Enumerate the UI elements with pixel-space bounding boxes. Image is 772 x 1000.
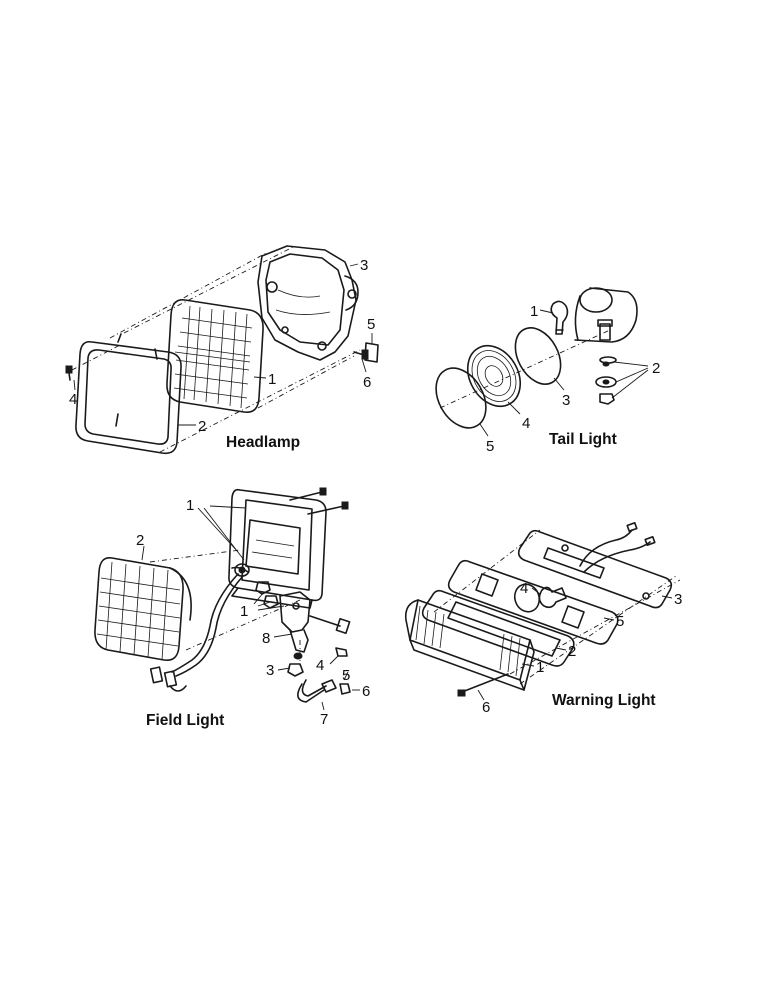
callout-1: 1 (536, 659, 544, 676)
warning-light-screw (457, 673, 509, 697)
field-light-housing (228, 488, 327, 609)
callout-2: 2 (568, 643, 576, 660)
tail-light-bulb (550, 300, 569, 335)
tail-light-retaining-ring (435, 367, 487, 429)
callout-6: 6 (363, 374, 371, 391)
callout-2: 2 (652, 360, 660, 377)
headlamp-housing (257, 245, 359, 361)
headlamp-screw (65, 365, 73, 381)
warning-light-wires (579, 522, 656, 573)
callout-8: 8 (262, 630, 270, 647)
field-light-lower-wire (297, 679, 351, 703)
callout-1: 1 (268, 371, 276, 388)
callout-1-lower: 1 (240, 603, 248, 620)
field-light-mount-bolt (309, 615, 351, 635)
headlamp-group: 3 1 2 4 5 6 Headlamp (65, 245, 379, 455)
callout-6: 6 (362, 683, 370, 700)
field-light-title: Field Light (146, 712, 224, 729)
callout-1: 1 (530, 303, 538, 320)
callout-5: 5 (367, 316, 375, 333)
callout-3: 3 (360, 257, 368, 274)
field-light-bracket (279, 591, 311, 660)
callout-2: 2 (198, 418, 206, 435)
warning-light-inner-gasket (421, 589, 575, 667)
headlamp-sealed-beam (166, 298, 264, 414)
callout-5: 5 (616, 613, 624, 630)
callout-2: 2 (136, 532, 144, 549)
callout-4: 4 (522, 415, 530, 432)
field-light-nuts (255, 581, 348, 677)
callout-5: 5 (486, 438, 494, 455)
tail-light-group: 1 2 3 4 5 Tail Light (435, 287, 660, 455)
callout-6: 6 (482, 699, 490, 716)
headlamp-adjust-screw (353, 342, 379, 363)
tail-light-housing (574, 287, 638, 343)
callout-4: 4 (520, 580, 528, 597)
warning-light-lens (404, 599, 535, 691)
field-light-group: 1 2 1 8 3 4 5 6 7 Field Light (94, 487, 370, 729)
callout-3: 3 (266, 662, 274, 679)
field-light-bolts (289, 487, 349, 515)
warning-light-title: Warning Light (552, 692, 656, 709)
field-light-grommet (231, 563, 250, 577)
field-light-lamp (94, 556, 192, 662)
headlamp-title: Headlamp (226, 434, 300, 451)
warning-light-bulb (538, 586, 567, 609)
callout-3: 3 (562, 392, 570, 409)
callout-1-top: 1 (186, 497, 194, 514)
warning-light-gasket (447, 559, 619, 645)
tail-light-title: Tail Light (549, 431, 617, 448)
tail-light-lens (466, 345, 522, 407)
warning-light-group: 4 3 5 2 1 6 Warning Light (404, 522, 682, 716)
headlamp-trim-ring (75, 333, 182, 455)
callout-4: 4 (69, 391, 77, 408)
callout-7: 7 (320, 711, 328, 728)
callout-4: 4 (316, 657, 324, 674)
callout-5: 5 (342, 667, 350, 684)
callout-3: 3 (674, 591, 682, 608)
field-light-wire (149, 573, 244, 692)
tail-light-gasket (514, 327, 562, 385)
